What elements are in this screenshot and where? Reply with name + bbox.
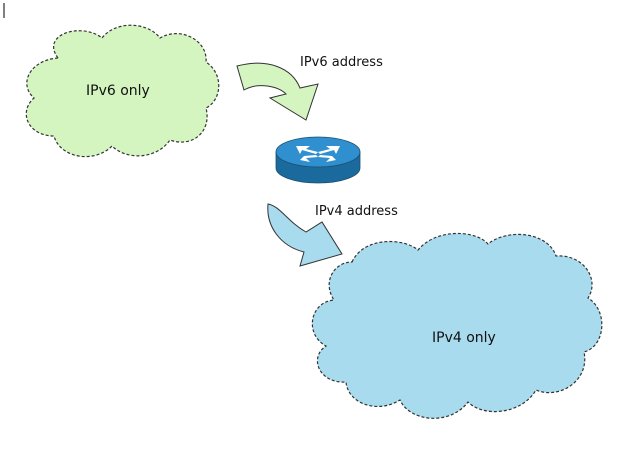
ipv4-cloud-label: IPv4 only — [432, 330, 496, 346]
ipv6-arrow-label: IPv6 address — [300, 55, 383, 70]
ipv6-cloud-shape — [25, 24, 220, 158]
ipv6-arrow — [236, 62, 319, 121]
ipv4-arrow — [267, 203, 343, 267]
ipv4-cloud: IPv4 only — [311, 232, 603, 419]
ipv4-cloud-shape — [311, 232, 603, 419]
router-icon — [275, 136, 361, 184]
ipv6-cloud: IPv6 only — [25, 24, 220, 158]
ipv4-arrow-label: IPv4 address — [315, 204, 398, 219]
ipv6-cloud-label: IPv6 only — [86, 83, 150, 99]
router-arrows — [296, 146, 340, 162]
